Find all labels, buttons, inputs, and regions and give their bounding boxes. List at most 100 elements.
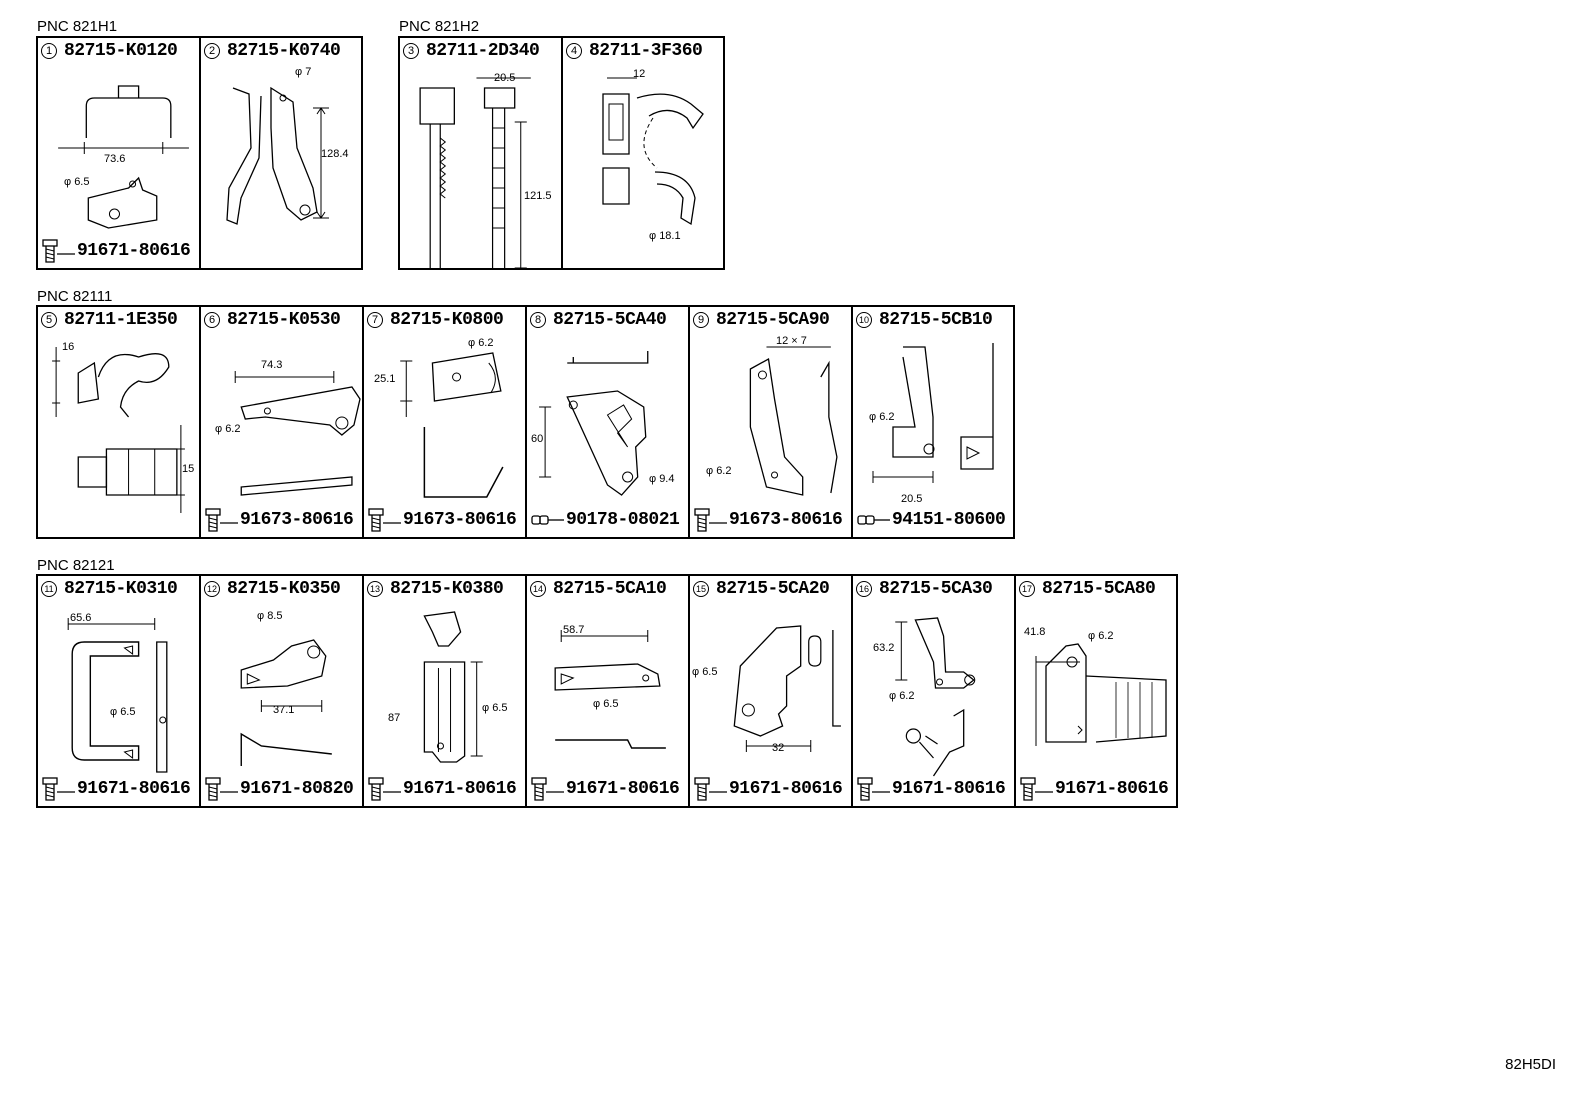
bolt-icon — [857, 777, 890, 801]
part-drawing-15 — [690, 576, 851, 806]
callout-number: 13 — [367, 581, 383, 597]
dimension-label: 63.2 — [873, 642, 895, 654]
part-drawing-11 — [38, 576, 199, 806]
dimension-label: 20.5 — [494, 72, 516, 84]
callout-number: 9 — [693, 312, 709, 328]
part-drawing-1 — [38, 38, 199, 268]
part-drawing-7 — [364, 307, 525, 537]
dimension-label: 41.8 — [1024, 626, 1046, 638]
callout-number: 2 — [204, 43, 220, 59]
dimension-label: φ 6.5 — [482, 702, 508, 714]
bolt-icon — [531, 777, 564, 801]
dimension-label: 20.5 — [901, 493, 923, 505]
dimension-label: 12 — [633, 68, 646, 80]
fastener-callout: 91671-80616 — [530, 776, 680, 802]
fastener-part-number: 91671-80616 — [566, 779, 680, 799]
part-drawing-10 — [853, 307, 1013, 537]
fastener-callout: 91671-80616 — [856, 776, 1006, 802]
fastener-callout: 91673-80616 — [204, 507, 354, 533]
fastener-callout: 91671-80616 — [1019, 776, 1169, 802]
fastener-part-number: 91671-80616 — [729, 779, 843, 799]
part-drawing-6 — [201, 307, 362, 537]
dimension-label: φ 6.5 — [593, 698, 619, 710]
dimension-label: 87 — [388, 712, 401, 724]
fastener-callout: 91671-80616 — [367, 776, 517, 802]
group-label-pnc-82111: PNC 82111 — [37, 288, 113, 305]
dimension-label: 16 — [62, 341, 75, 353]
bolt-icon — [42, 239, 75, 263]
callout-number: 7 — [367, 312, 383, 328]
dimension-label: φ 7 — [295, 66, 312, 78]
part-drawing-13 — [364, 576, 525, 806]
part-number: 82715-5CA80 — [1042, 579, 1156, 599]
fastener-part-number: 91671-80820 — [240, 779, 354, 799]
callout-number: 4 — [566, 43, 582, 59]
callout-number: 15 — [693, 581, 709, 597]
dimension-label: φ 6.2 — [468, 337, 494, 349]
fastener-part-number: 91673-80616 — [729, 510, 843, 530]
fastener-callout: 91671-80820 — [204, 776, 354, 802]
dimension-label: φ 18.1 — [649, 230, 681, 242]
fastener-callout: 91671-80616 — [41, 776, 191, 802]
dimension-label: 37.1 — [273, 704, 295, 716]
group-label-pnc-821h2: PNC 821H2 — [399, 18, 480, 35]
part-number: 82715-K0740 — [227, 41, 341, 61]
callout-number: 3 — [403, 43, 419, 59]
part-cell-14: 14 82715-5CA10 58.7 φ 6.5 91671-80616 — [527, 576, 690, 806]
group-label-pnc-82121: PNC 82121 — [37, 557, 115, 574]
callout-number: 5 — [41, 312, 57, 328]
group-label-pnc-821h1: PNC 821H1 — [37, 18, 118, 35]
part-drawing-17 — [1016, 576, 1176, 806]
part-number: 82715-K0800 — [390, 310, 504, 330]
fastener-part-number: 91671-80616 — [403, 779, 517, 799]
bolt-icon — [205, 508, 238, 532]
part-number: 82711-2D340 — [426, 41, 540, 61]
dimension-label: 128.4 — [321, 148, 349, 160]
fastener-part-number: 91673-80616 — [240, 510, 354, 530]
part-drawing-2 — [201, 38, 361, 268]
part-number: 82715-K0310 — [64, 579, 178, 599]
part-number: 82715-K0120 — [64, 41, 178, 61]
callout-number: 8 — [530, 312, 546, 328]
dimension-label: φ 6.5 — [692, 666, 718, 678]
bolt-icon — [1020, 777, 1053, 801]
part-number: 82715-5CA20 — [716, 579, 830, 599]
dimension-label: φ 8.5 — [257, 610, 283, 622]
nut-icon — [531, 515, 564, 525]
dimension-label: 12 × 7 — [776, 335, 807, 347]
dimension-label: 58.7 — [563, 624, 585, 636]
part-drawing-9 — [690, 307, 851, 537]
fastener-part-number: 91671-80616 — [1055, 779, 1169, 799]
callout-number: 10 — [856, 312, 872, 328]
part-number: 82715-K0380 — [390, 579, 504, 599]
dimension-label: φ 6.2 — [1088, 630, 1114, 642]
fastener-callout: 90178-08021 — [530, 507, 680, 533]
dimension-label: φ 6.2 — [215, 423, 241, 435]
part-drawing-12 — [201, 576, 362, 806]
nut-icon — [857, 515, 890, 525]
part-number: 82715-5CA10 — [553, 579, 667, 599]
part-drawing-5 — [38, 307, 199, 537]
callout-number: 14 — [530, 581, 546, 597]
part-cell-4: 4 82711-3F360 12 φ 18.1 — [563, 38, 723, 268]
part-number: 82715-K0530 — [227, 310, 341, 330]
fastener-callout: 91671-80616 — [41, 238, 191, 264]
callout-number: 17 — [1019, 581, 1035, 597]
fastener-callout: 91671-80616 — [693, 776, 843, 802]
part-number: 82711-3F360 — [589, 41, 703, 61]
part-number: 82715-K0350 — [227, 579, 341, 599]
fastener-part-number: 91671-80616 — [77, 241, 191, 261]
callout-number: 1 — [41, 43, 57, 59]
part-drawing-4 — [563, 38, 723, 268]
dimension-label: 60 — [531, 433, 544, 445]
